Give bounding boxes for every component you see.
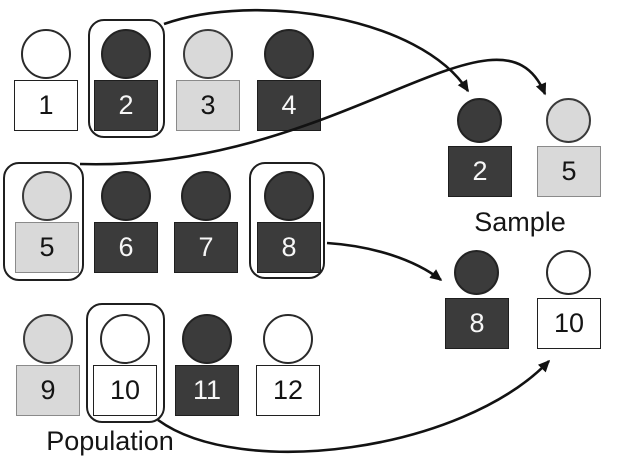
population-unit-12: 12 <box>256 314 320 417</box>
person-circle-icon <box>21 29 71 79</box>
person-circle-icon <box>101 171 151 221</box>
selection-box-5 <box>3 162 84 281</box>
population-unit-9: 9 <box>16 314 80 417</box>
unit-number: 10 <box>93 365 157 416</box>
unit-number: 1 <box>14 80 78 131</box>
unit-number: 6 <box>94 222 158 273</box>
sample-unit-5: 5 <box>537 98 601 201</box>
population-unit-6: 6 <box>94 171 158 274</box>
population-unit-3: 3 <box>176 29 240 132</box>
unit-number: 8 <box>445 298 509 349</box>
unit-number: 5 <box>537 146 601 197</box>
population-unit-7: 7 <box>174 171 238 274</box>
person-circle-icon <box>264 171 314 221</box>
sample-unit-2: 2 <box>448 98 512 201</box>
unit-number: 9 <box>16 365 80 416</box>
unit-number: 2 <box>94 80 158 131</box>
person-circle-icon <box>264 29 314 79</box>
population-label: Population <box>46 426 174 456</box>
unit-number: 11 <box>175 365 239 416</box>
unit-number: 3 <box>176 80 240 131</box>
person-circle-icon <box>546 98 591 143</box>
unit-number: 7 <box>174 222 238 273</box>
person-circle-icon <box>263 314 313 364</box>
unit-number: 10 <box>537 298 601 349</box>
person-circle-icon <box>23 314 73 364</box>
sample-unit-10: 10 <box>537 250 601 353</box>
person-circle-icon <box>182 314 232 364</box>
population-unit-10: 10 <box>93 314 157 417</box>
unit-number: 5 <box>15 222 79 273</box>
person-circle-icon <box>454 250 499 295</box>
sample-unit-8: 8 <box>445 250 509 353</box>
unit-number: 12 <box>256 365 320 416</box>
person-circle-icon <box>100 314 150 364</box>
person-circle-icon <box>457 98 502 143</box>
person-circle-icon <box>22 171 72 221</box>
population-unit-11: 11 <box>175 314 239 417</box>
unit-number: 2 <box>448 146 512 197</box>
person-circle-icon <box>546 250 591 295</box>
sample-label: Sample <box>474 207 566 237</box>
population-unit-8: 8 <box>257 171 321 274</box>
arrow-8-to-sample <box>326 241 443 282</box>
person-circle-icon <box>183 29 233 79</box>
population-unit-1: 1 <box>14 29 78 132</box>
population-unit-4: 4 <box>257 29 321 132</box>
unit-number: 8 <box>257 222 321 273</box>
person-circle-icon <box>101 29 151 79</box>
population-unit-5: 5 <box>15 171 79 274</box>
person-circle-icon <box>181 171 231 221</box>
unit-number: 4 <box>257 80 321 131</box>
population-unit-2: 2 <box>94 29 158 132</box>
